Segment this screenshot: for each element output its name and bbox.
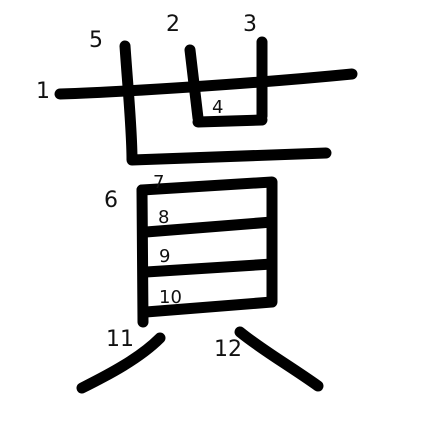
stroke-number-7: 7 — [153, 172, 164, 193]
stroke-number-4: 4 — [212, 97, 223, 118]
stroke-number-9: 9 — [159, 246, 170, 267]
stroke-9 — [140, 258, 278, 278]
stroke-number-10: 10 — [159, 287, 182, 308]
stroke-number-8: 8 — [158, 207, 169, 228]
stroke-7 — [136, 176, 278, 306]
stroke-number-11: 11 — [106, 327, 134, 352]
stroke-1 — [54, 68, 358, 100]
stroke-8 — [140, 216, 278, 238]
strokes — [54, 36, 358, 394]
stroke-4 — [192, 114, 268, 128]
stroke-number-6: 6 — [104, 188, 118, 213]
stroke-12 — [234, 326, 324, 392]
stroke-5 — [119, 40, 332, 166]
stroke-numbers: 1 2 3 4 5 6 7 8 9 10 11 12 — [36, 12, 257, 362]
stroke-number-2: 2 — [166, 12, 180, 37]
stroke-number-5: 5 — [89, 28, 103, 53]
stroke-6 — [136, 184, 149, 328]
stroke-number-12: 12 — [214, 337, 242, 362]
stroke-number-1: 1 — [36, 79, 50, 104]
stroke-10 — [140, 296, 278, 318]
stroke-2 — [184, 44, 204, 124]
stroke-11 — [76, 332, 166, 394]
stroke-number-3: 3 — [243, 12, 257, 37]
